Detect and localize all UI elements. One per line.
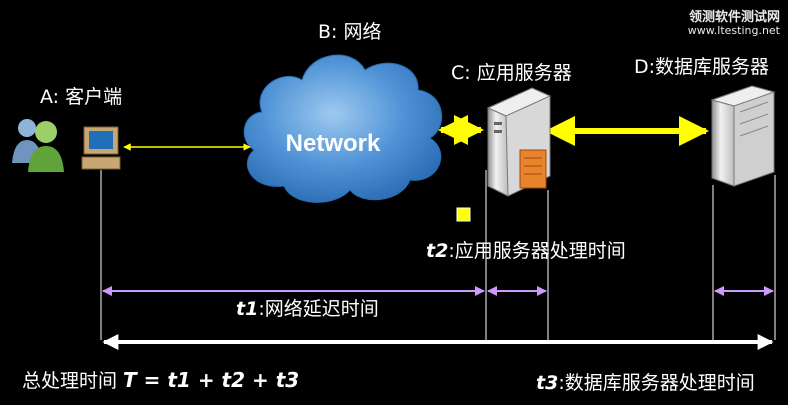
watermark-title: 领测软件测试网 [688, 10, 780, 25]
t3-label: t3:数据库服务器处理时间 [536, 374, 755, 393]
total-formula: T = t1 + t2 + t3 [123, 368, 300, 392]
t1-label: t1:网络延迟时间 [236, 300, 379, 319]
client-label: A: 客户端 [40, 86, 123, 108]
bullet-marker [456, 207, 471, 222]
t2-text: :应用服务器处理时间 [448, 240, 626, 262]
app-server-label: C: 应用服务器 [451, 62, 572, 84]
users-icon [12, 119, 64, 172]
network-cloud [243, 54, 443, 203]
t2-label: t2:应用服务器处理时间 [426, 242, 626, 261]
t2-var: t2 [426, 240, 449, 262]
t3-var: t3 [536, 372, 559, 394]
t3-text: :数据库服务器处理时间 [558, 372, 755, 394]
t1-text: :网络延迟时间 [258, 298, 379, 320]
total-prefix: 总处理时间 [22, 370, 124, 392]
t1-var: t1 [236, 298, 259, 320]
network-label: B: 网络 [318, 21, 382, 43]
total-time-label: 总处理时间 T = t1 + t2 + t3 [22, 370, 299, 391]
watermark-url: www.ltesting.net [687, 24, 780, 37]
network-cloud-label: Network [285, 130, 381, 157]
db-server-label: D:数据库服务器 [634, 56, 770, 78]
computer-icon [81, 126, 121, 170]
db-server-icon [710, 85, 776, 187]
app-server-icon [486, 87, 552, 197]
